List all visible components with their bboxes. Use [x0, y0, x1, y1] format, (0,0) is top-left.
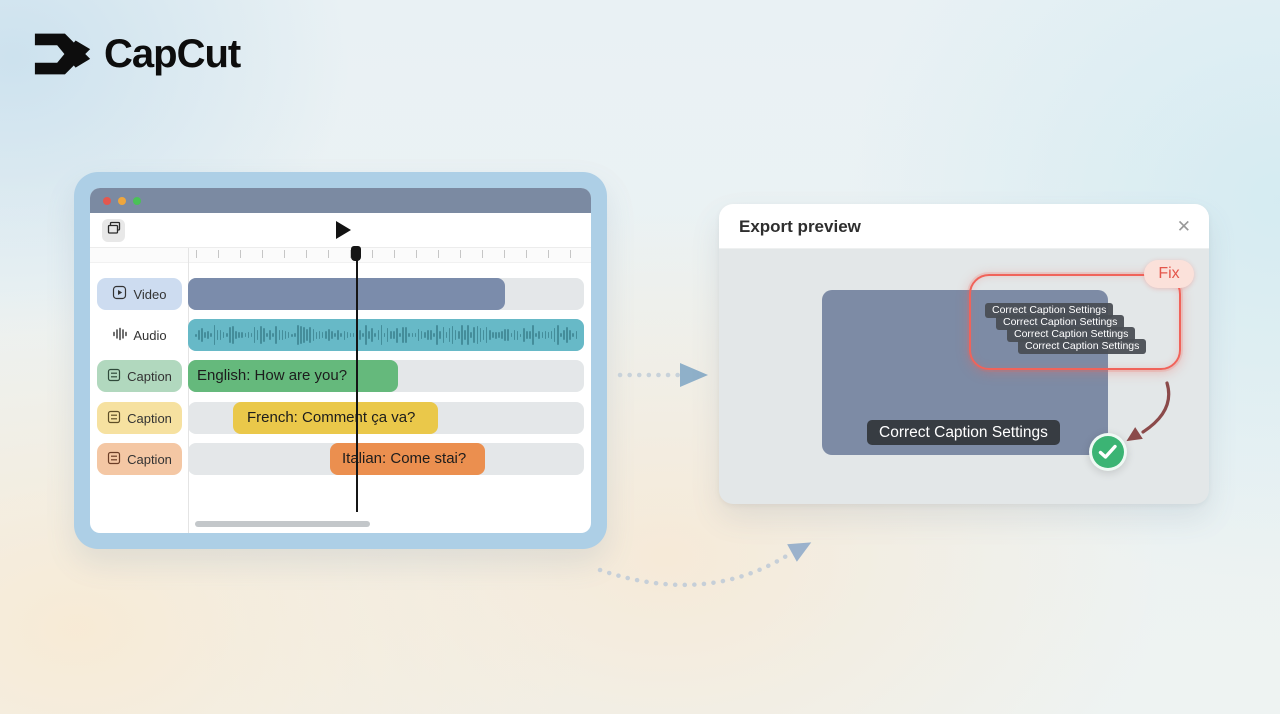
zoom-window-dot[interactable]	[133, 196, 141, 205]
caption-icon	[107, 368, 121, 385]
track-label: Caption	[127, 410, 172, 426]
close-icon[interactable]: ✕	[1176, 217, 1191, 236]
track-header-caption-italian[interactable]: Caption	[97, 443, 182, 475]
audio-waveform-icon	[112, 327, 128, 344]
brand-name: CapCut	[104, 31, 241, 76]
track-label: Caption	[127, 451, 172, 467]
capcut-logo: CapCut	[32, 28, 241, 80]
caption-lane-french: French: Comment ça va?	[188, 402, 584, 434]
minimize-window-dot[interactable]	[118, 196, 126, 205]
caption-icon	[107, 451, 121, 468]
track-row-caption-english: Caption English: How are you?	[90, 360, 591, 392]
track-row-caption-italian: Caption Italian: Come stai?	[90, 443, 591, 475]
track-row-caption-french: Caption French: Comment ça va?	[90, 402, 591, 434]
track-label: Audio	[133, 327, 167, 343]
curved-arrow-icon	[1119, 377, 1194, 454]
success-check-icon	[1089, 433, 1127, 471]
play-icon[interactable]	[336, 221, 351, 239]
stacked-caption: Correct Caption Settings	[1007, 327, 1136, 342]
media-button[interactable]	[102, 219, 125, 242]
caption-lane-english: English: How are you?	[188, 360, 584, 392]
caption-clip-english[interactable]: English: How are you?	[188, 360, 398, 392]
stacked-caption: Correct Caption Settings	[1018, 339, 1147, 354]
video-icon	[112, 285, 127, 303]
caption-icon	[107, 410, 121, 427]
caption-clip-italian[interactable]: Italian: Come stai?	[330, 443, 485, 475]
horizontal-scrollbar[interactable]	[195, 521, 370, 527]
video-clip[interactable]	[188, 278, 505, 310]
video-lane	[188, 278, 584, 310]
export-preview-panel: Export preview ✕ Correct Caption Setting…	[719, 204, 1209, 504]
media-pages-icon	[107, 221, 121, 240]
audio-lane	[188, 319, 584, 351]
track-header-video[interactable]: Video	[97, 278, 182, 310]
capcut-logo-icon	[32, 28, 94, 80]
export-preview-title: Export preview	[739, 217, 861, 236]
track-row-video: Video	[90, 278, 591, 310]
track-row-audio: Audio	[90, 319, 591, 351]
playhead-handle[interactable]	[351, 246, 361, 261]
dotted-arrow-right-icon	[612, 360, 717, 395]
export-preview-header: Export preview ✕	[719, 204, 1209, 249]
ruler-ticks	[196, 250, 581, 258]
preview-caption-label: Correct Caption Settings	[867, 420, 1060, 445]
stacked-caption: Correct Caption Settings	[985, 303, 1114, 318]
fix-badge[interactable]: Fix	[1144, 260, 1194, 288]
stacked-caption: Correct Caption Settings	[996, 315, 1125, 330]
editor-window: Video Audio	[90, 188, 591, 533]
track-column-divider	[188, 248, 189, 533]
track-header-caption-english[interactable]: Caption	[97, 360, 182, 392]
caption-lane-italian: Italian: Come stai?	[188, 443, 584, 475]
track-label: Video	[133, 286, 167, 302]
editor-window-frame: Video Audio	[74, 172, 607, 549]
track-header-audio[interactable]: Audio	[97, 319, 182, 351]
dotted-arrow-curved-icon	[588, 518, 833, 608]
caption-clip-french[interactable]: French: Comment ça va?	[233, 402, 438, 434]
track-header-caption-french[interactable]: Caption	[97, 402, 182, 434]
fix-highlight-outline	[969, 274, 1181, 370]
audio-clip[interactable]	[188, 319, 584, 351]
playhead-line[interactable]	[356, 248, 358, 512]
track-label: Caption	[127, 368, 172, 384]
close-window-dot[interactable]	[103, 196, 111, 205]
audio-waveform	[188, 319, 584, 351]
editor-toolbar	[90, 213, 591, 248]
window-titlebar	[90, 188, 591, 213]
